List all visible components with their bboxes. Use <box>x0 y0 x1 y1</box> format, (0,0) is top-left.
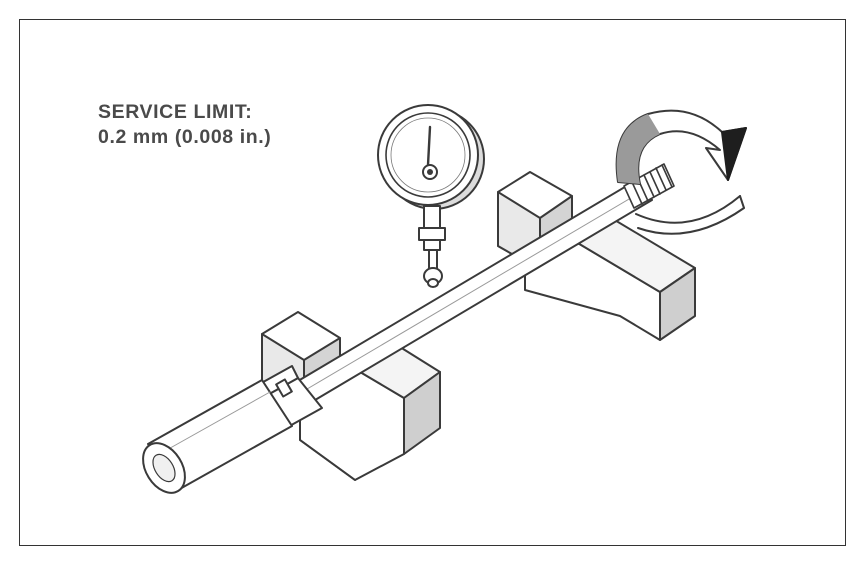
service-limit-value: 0.2 mm (0.008 in.) <box>98 126 272 148</box>
shaft <box>297 163 675 404</box>
service-limit-heading: SERVICE LIMIT: <box>98 101 253 123</box>
service-limit-label: SERVICE LIMIT: 0.2 mm (0.008 in.) <box>98 100 271 150</box>
dial-indicator-icon <box>377 104 485 288</box>
rotation-arrow-icon <box>615 109 747 235</box>
v-block-rear <box>497 171 696 341</box>
handle <box>142 365 323 494</box>
